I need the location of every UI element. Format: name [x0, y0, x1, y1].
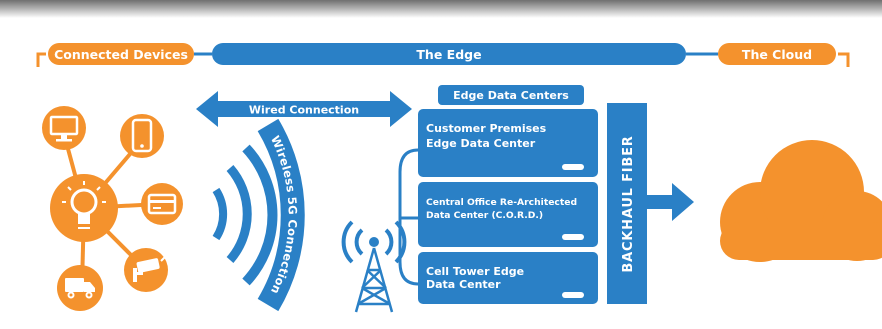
data-center-central-office-cord: Central Office Re-Architected Data Cente…	[418, 182, 598, 247]
svg-text:Edge Data Center: Edge Data Center	[426, 137, 536, 150]
server-slot	[562, 164, 584, 170]
data-center-cell-tower-edge: Cell Tower Edge Data Center	[418, 252, 598, 304]
cloud-icon	[720, 140, 882, 262]
backhaul-fiber-bar	[607, 103, 647, 304]
server-slot	[562, 292, 584, 298]
security-camera-icon	[124, 248, 168, 292]
wireless-arc-band	[257, 118, 305, 312]
the-edge-pill	[212, 43, 686, 65]
edge-data-centers: Edge Data Centers Customer Premises Edge…	[398, 85, 598, 304]
header-row: Connected Devices The Edge The Cloud	[36, 43, 850, 67]
wired-connection-label: Wired Connection	[249, 104, 359, 117]
delivery-truck-icon	[57, 265, 103, 311]
svg-text:Data Center (C.O.R.D.): Data Center (C.O.R.D.)	[426, 210, 543, 221]
wireless-waves	[212, 144, 278, 286]
edge-data-centers-tab	[438, 85, 584, 105]
server-slot	[562, 234, 584, 240]
svg-text:Central Office Re-Architected: Central Office Re-Architected	[426, 197, 577, 208]
connected-devices-bracket	[36, 52, 46, 67]
connected-devices-cluster	[42, 106, 183, 311]
the-edge-label: The Edge	[416, 47, 481, 62]
lightbulb-icon	[50, 174, 118, 242]
top-shadow-bar	[0, 0, 882, 18]
the-cloud-bracket	[838, 52, 850, 67]
backhaul-fiber-label: BACKHAUL FIBER	[621, 135, 636, 272]
monitor-icon	[42, 106, 86, 150]
wired-connection-arrow: Wired Connection	[196, 91, 412, 127]
backhaul-arrow	[647, 183, 694, 221]
connected-devices-pill	[48, 43, 194, 65]
credit-card-icon	[141, 183, 183, 225]
the-cloud-pill	[718, 43, 836, 65]
smartphone-icon	[120, 114, 164, 158]
edge-data-centers-title: Edge Data Centers	[453, 89, 569, 102]
data-center-customer-premises: Customer Premises Edge Data Center	[418, 109, 598, 177]
svg-text:Cell Tower Edge: Cell Tower Edge	[426, 265, 524, 278]
svg-text:Data Center: Data Center	[426, 278, 501, 291]
connected-devices-label: Connected Devices	[54, 47, 188, 62]
the-cloud-label: The Cloud	[742, 47, 812, 62]
cell-tower-icon	[341, 220, 407, 313]
svg-text:Customer Premises: Customer Premises	[426, 122, 547, 135]
backhaul-fiber: BACKHAUL FIBER	[607, 103, 694, 304]
